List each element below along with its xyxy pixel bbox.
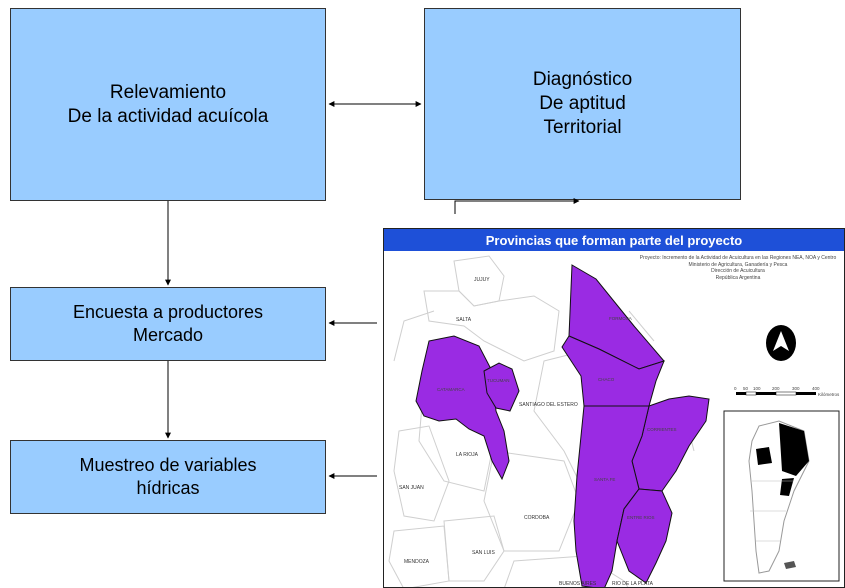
map-title: Provincias que forman parte del proyecto — [384, 229, 844, 251]
diagnostico-box: Diagnóstico De aptitud Territorial — [424, 8, 741, 200]
map-credit: Proyecto: Incremento de la Actividad de … — [638, 255, 838, 281]
credit-line-2: Ministerio de Agricultura, Ganadería y P… — [688, 261, 788, 268]
label-santafe: SANTA FE — [594, 477, 615, 482]
border-sanluis — [443, 515, 505, 582]
border-buenosaires — [504, 555, 629, 587]
credit-line-4: República Argentina — [715, 274, 761, 281]
label-tucuman: TUCUMAN — [487, 378, 510, 383]
label-catamarca: CATAMARCA — [437, 387, 465, 392]
label-sanluis: SAN LUIS — [472, 550, 495, 556]
label-sanjuan: SAN JUAN — [399, 485, 424, 491]
relevamiento-box: Relevamiento De la actividad acuícola — [10, 8, 326, 201]
muestreo-subtitle: hídricas — [136, 478, 200, 498]
province-entrerios — [616, 488, 673, 584]
label-cordoba: CORDOBA — [524, 515, 550, 521]
credit-line-3: Dirección de Acuicultura — [711, 268, 765, 274]
province-tucuman — [483, 362, 520, 412]
scale-tick-400: 400 — [812, 386, 820, 391]
label-mendoza: MENDOZA — [404, 559, 430, 565]
scale-bar: 0 50 100 200 300 400 Kilómetros — [734, 386, 840, 397]
relevamiento-subtitle: De la actividad acuícola — [67, 105, 269, 127]
scale-tick-50: 50 — [743, 386, 749, 391]
scale-unit: Kilómetros — [818, 392, 840, 397]
encuesta-box: Encuesta a productores Mercado — [10, 287, 326, 361]
label-rioplata: RIO DE LA PLATA — [612, 581, 654, 587]
label-corrientes: CORRIENTES — [647, 427, 677, 432]
label-formosa: FORMOSA — [609, 316, 632, 321]
province-chaco — [561, 335, 665, 407]
label-salta: SALTA — [456, 317, 472, 323]
provinces-map-panel: Provincias que forman parte del proyecto… — [383, 228, 845, 588]
border-mendoza — [388, 525, 450, 587]
relevamiento-title: Relevamiento — [109, 81, 227, 103]
label-buenosaires: BUENOS AIRES — [559, 581, 597, 587]
diagnostico-line2: De aptitud — [539, 93, 626, 114]
label-jujuy: JUJUY — [474, 277, 490, 283]
border-salta — [423, 290, 560, 362]
diagnostico-line3: Territorial — [543, 117, 622, 138]
border-sanjuan — [393, 425, 450, 522]
north-arrow-icon — [766, 325, 796, 361]
credit-line-1: Proyecto: Incremento de la Actividad de … — [639, 255, 837, 261]
muestreo-box: Muestreo de variables hídricas — [10, 440, 326, 514]
border-cordoba — [483, 450, 580, 552]
diagnostico-title: Diagnóstico — [532, 69, 633, 90]
label-chaco: CHACO — [598, 377, 615, 382]
scale-tick-300: 300 — [792, 386, 800, 391]
encuesta-title: Encuesta a productores — [72, 302, 264, 322]
scale-tick-0: 0 — [734, 386, 737, 391]
argentina-map: JUJUY SALTA FORMOSA CHACO CATAMARCA TUCU… — [388, 255, 840, 587]
scale-tick-100: 100 — [753, 386, 761, 391]
scale-tick-200: 200 — [772, 386, 780, 391]
muestreo-title: Muestreo de variables — [79, 455, 257, 475]
label-santiago: SANTIAGO DEL ESTERO — [519, 402, 578, 408]
label-entrerios: ENTRE RIOS — [627, 515, 655, 520]
label-larioja: LA RIOJA — [456, 452, 479, 458]
province-santafe — [573, 405, 650, 587]
inset-argentina-map — [723, 410, 840, 582]
encuesta-subtitle: Mercado — [132, 325, 204, 345]
arrow-diagnostico-map — [454, 198, 580, 214]
